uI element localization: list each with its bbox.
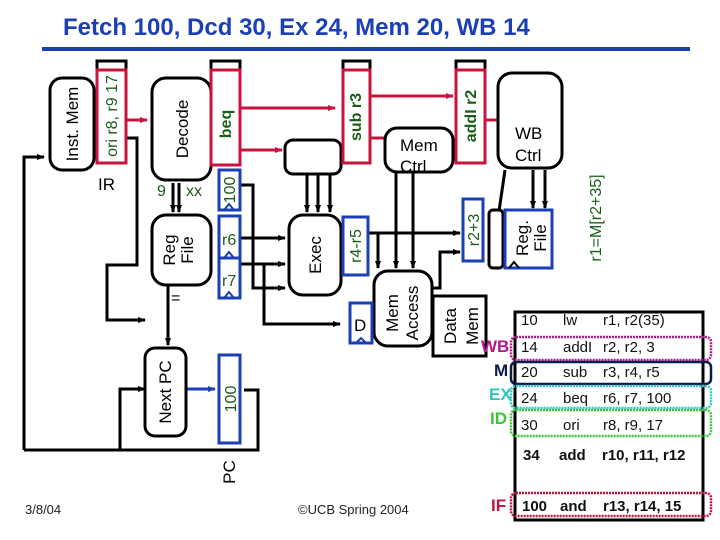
mem-ctrl-label-1: Mem [400,136,438,155]
stage-label-if: IF [491,496,507,515]
next-pc-label: Next PC [156,360,175,423]
stage-label-wb: WB [481,337,510,356]
wb-ctrl-label-1: WB [515,124,542,143]
pc-value: 100 [223,386,240,413]
wire-pc-to-instmem [22,154,45,450]
mem-wb-val-value: r2+3 [466,214,483,247]
wb-reg-file-label-2: File [531,224,550,251]
stage-label-ex: EX [489,385,512,404]
mem-access-label-1: Mem [383,294,402,332]
eq-label: = [171,290,180,307]
wire-pc-loop [24,388,260,452]
id-ex-ctrl-value: beq [218,110,235,138]
wb-result: r1=M[r2+35] [588,174,605,261]
reg-file-block [150,213,213,287]
d-register [348,301,374,345]
decode-label: Decode [173,100,192,159]
imm-register [217,168,242,212]
mem-ctrl-label-2: Ctrl [400,157,426,176]
ir-label: IR [98,175,115,194]
wb-stage-highlight [509,335,713,362]
inst-mem-label: Inst. Mem [63,87,82,162]
wb-mux [487,208,505,270]
inst-mem-block [48,76,96,172]
wb-ctrl-block [496,71,564,170]
slide-title: Fetch 100, Dcd 30, Ex 24, Mem 20, WB 14 [63,14,530,41]
data-mem-label-2: Mem [463,307,482,345]
ex-mem-ctrl-value: sub r3 [348,93,365,141]
if-stage-highlight [509,491,713,518]
id-stage-highlight [509,408,713,438]
d-label: D [354,316,366,335]
title-underline [42,47,690,51]
r7-value: r7 [222,273,236,290]
mem-wb-ctrl-register [454,68,487,165]
pc-register [217,353,242,445]
reg-file-label-2: File [178,236,197,263]
mem-access-label-2: Access [403,286,422,341]
stage-label-id: ID [490,409,507,428]
exec-block [287,213,343,297]
pc-label: PC [220,460,239,484]
alu-out-value: r4-r5 [348,229,365,263]
wires [22,136,548,452]
ex-mem-ctrl-register [341,68,372,165]
alu-out-register [341,215,370,277]
imm-value: 100 [222,177,239,204]
mem-wb-val-register [461,197,485,263]
mem-ctrl-block [383,126,455,174]
exec-ctrl-block [283,138,343,176]
rt-label: xx [186,183,202,200]
wb-ctrl-label-2: Ctrl [515,146,541,165]
r6-value: r6 [222,232,236,249]
mem-wb-ctrl-value: addI r2 [463,90,480,143]
rs-label: 9 [157,183,166,200]
reg-file-label-1: Reg [160,234,179,265]
stage-label-mem: M [494,361,509,380]
wb-reg-file [503,208,554,270]
ir-register [95,68,128,165]
program-listing-box [513,310,705,522]
wb-reg-file-label-1: Reg. [513,220,532,256]
data-mem-label-1: Data [441,308,460,344]
footer-date: 3/8/04 [25,502,62,517]
mem-stage-highlight [509,360,713,386]
exec-label: Exec [306,236,325,274]
wire-ir-to-nextpc [105,136,146,323]
wire-pc-to-nextpc [118,386,146,450]
ir-value: ori r8, r9 17 [104,75,121,157]
r7-register [217,256,242,300]
data-mem-block [431,294,488,358]
ex-stage-highlight [509,384,713,410]
next-pc-block [143,346,188,438]
footer-copyright: ©UCB Spring 2004 [298,502,409,517]
id-ex-ctrl-register [209,68,242,167]
control-wires [126,93,509,153]
